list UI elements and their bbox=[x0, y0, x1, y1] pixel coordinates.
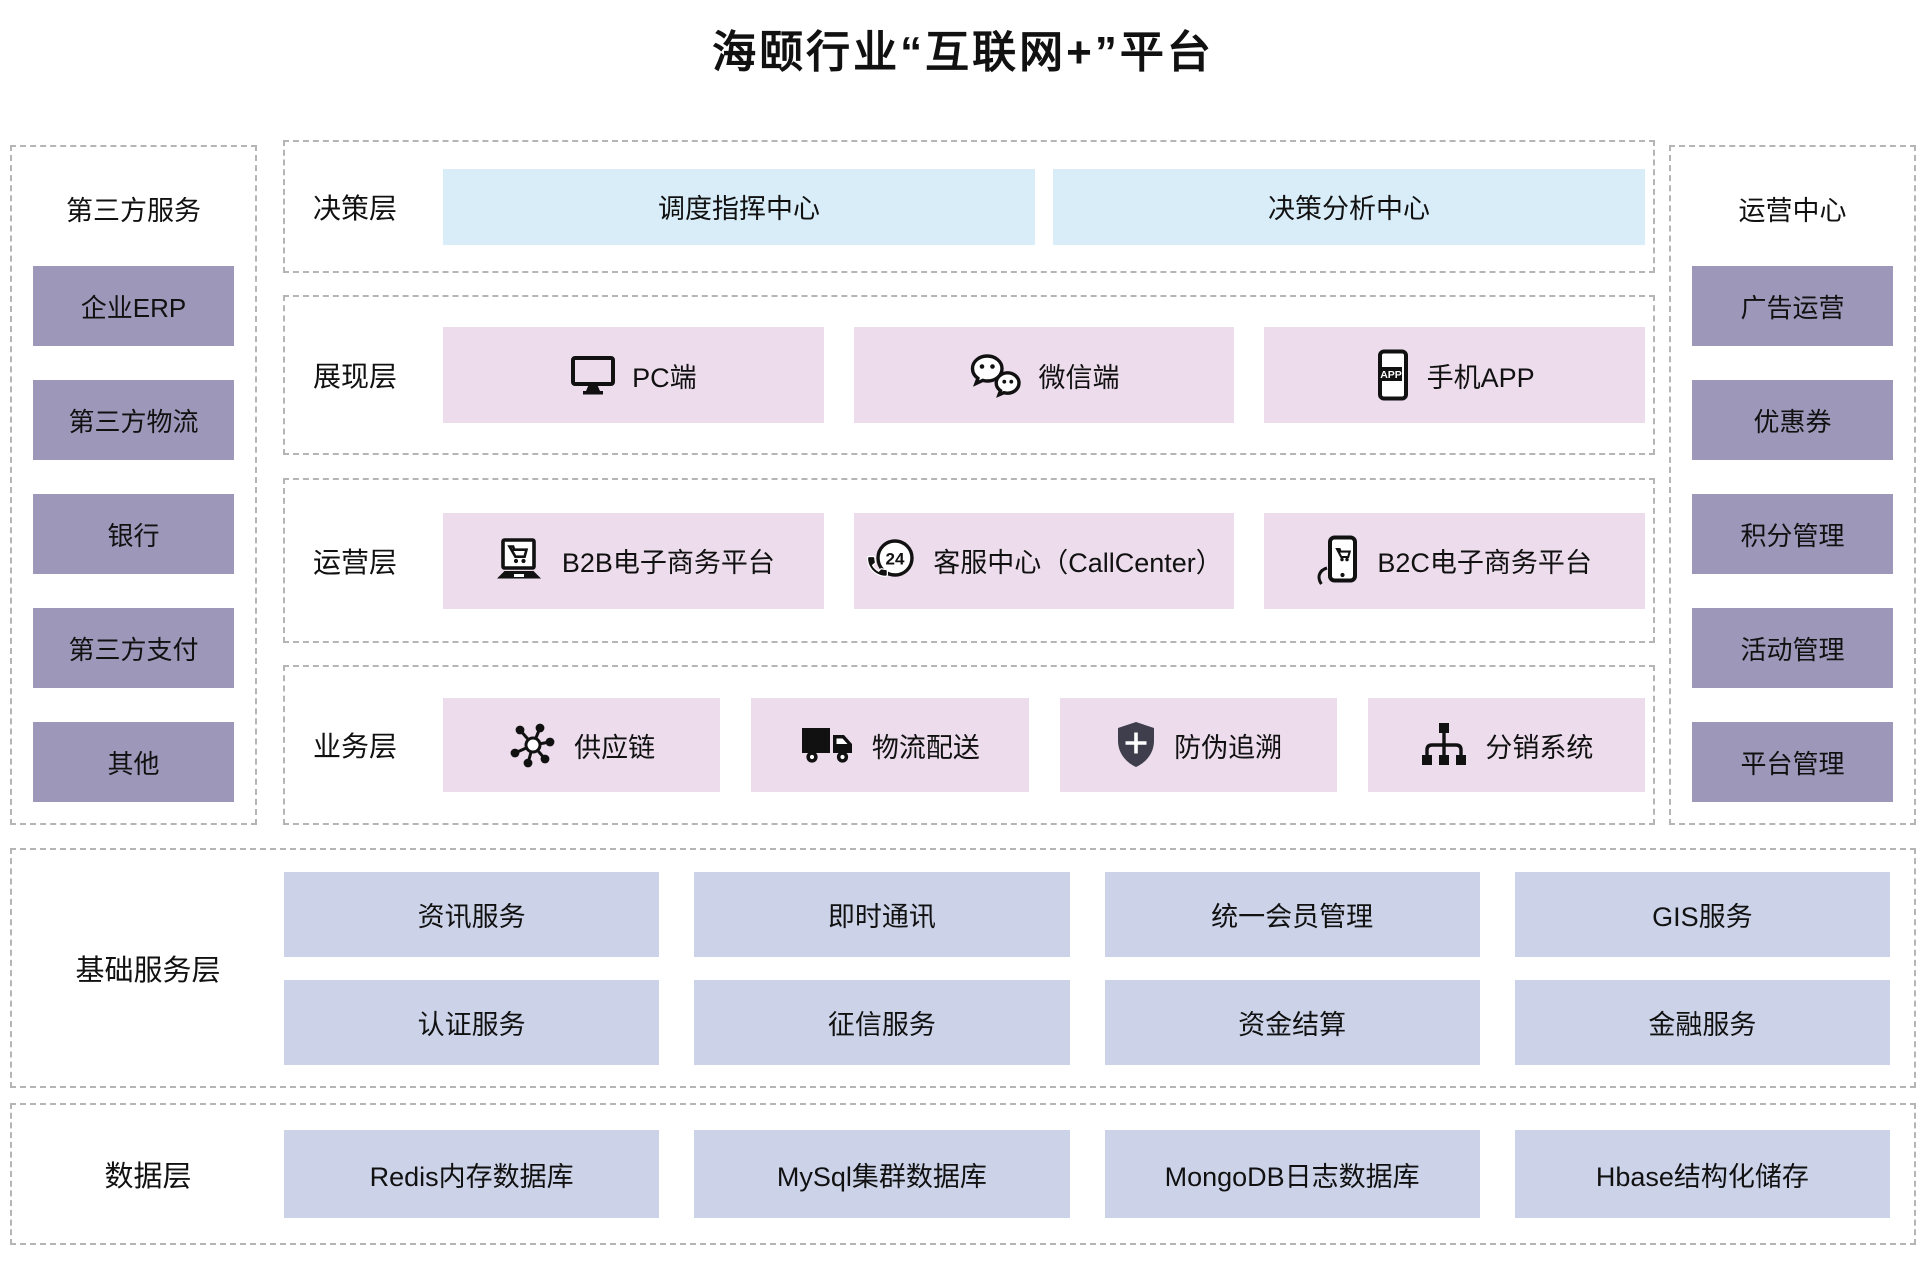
delivery-truck-icon bbox=[801, 728, 852, 763]
anti-counterfeit-label: 防伪追溯 bbox=[1174, 732, 1283, 763]
data-layer-band: 数据层 Redis内存数据库 MySql集群数据库 MongoDB日志数据库 H… bbox=[10, 1103, 1916, 1245]
call-center-box: 24 客服中心（CallCenter） bbox=[853, 512, 1235, 609]
page-title: 海颐行业“互联网+”平台 bbox=[712, 28, 1214, 77]
data-layer-row: Redis内存数据库 MySql集群数据库 MongoDB日志数据库 Hbase… bbox=[284, 1130, 1890, 1218]
third-party-item: 第三方物流 bbox=[33, 380, 234, 460]
supply-chain-network-icon bbox=[510, 723, 555, 768]
third-party-item: 企业ERP bbox=[33, 266, 234, 346]
presentation-layer-label: 展现层 bbox=[313, 361, 398, 392]
presentation-layer-boxes: PC端 微信端 APP 手机APP bbox=[443, 327, 1646, 423]
presentation-layer-row: 展现层 PC端 微信端 APP bbox=[283, 295, 1655, 455]
service-box: GIS服务 bbox=[1514, 871, 1890, 957]
base-service-layer-label: 基础服务层 bbox=[75, 955, 221, 987]
service-box: 资金结算 bbox=[1104, 979, 1480, 1065]
dispatch-command-center-label: 调度指挥中心 bbox=[658, 194, 820, 224]
call-center-label: 客服中心（CallCenter） bbox=[933, 548, 1223, 578]
distribution-system-box: 分销系统 bbox=[1367, 698, 1645, 792]
distribution-tree-icon bbox=[1422, 723, 1467, 765]
b2c-ecommerce-label: B2C电子商务平台 bbox=[1377, 548, 1592, 578]
svg-text:APP: APP bbox=[1380, 369, 1402, 381]
wechat-client-label: 微信端 bbox=[1038, 362, 1120, 393]
third-party-services-title: 第三方服务 bbox=[66, 196, 201, 226]
business-layer-boxes: 供应链 物流配送 防伪追溯 bbox=[443, 698, 1645, 792]
operation-layer-label: 运营层 bbox=[313, 546, 398, 578]
data-layer-label: 数据层 bbox=[104, 1161, 192, 1193]
operation-center-item: 活动管理 bbox=[1692, 608, 1893, 688]
service-box: 金融服务 bbox=[1514, 979, 1890, 1065]
third-party-services-panel: 第三方服务 企业ERP 第三方物流 银行 第三方支付 其他 bbox=[10, 145, 257, 825]
service-box: 征信服务 bbox=[694, 979, 1070, 1065]
supply-chain-box: 供应链 bbox=[443, 698, 721, 792]
dispatch-command-center-box: 调度指挥中心 bbox=[443, 168, 1035, 245]
wechat-icon bbox=[970, 354, 1021, 398]
base-service-row: 资讯服务 即时通讯 统一会员管理 GIS服务 bbox=[284, 871, 1890, 957]
supply-chain-label: 供应链 bbox=[574, 732, 656, 763]
operation-center-item: 平台管理 bbox=[1692, 722, 1893, 802]
callcenter-24-phone-icon: 24 bbox=[867, 538, 914, 577]
base-service-boxes: 资讯服务 即时通讯 统一会员管理 GIS服务 认证服务 征信服务 资金结算 金融… bbox=[284, 871, 1890, 1065]
operation-center-title: 运营中心 bbox=[1738, 196, 1847, 226]
anti-counterfeit-box: 防伪追溯 bbox=[1059, 698, 1337, 792]
wechat-client-box: 微信端 bbox=[853, 327, 1235, 423]
logistics-box: 物流配送 bbox=[751, 698, 1029, 792]
operation-center-item: 优惠券 bbox=[1692, 380, 1893, 460]
service-box: 即时通讯 bbox=[694, 871, 1070, 957]
phone-app-icon: APP bbox=[1377, 349, 1408, 401]
monitor-icon bbox=[571, 356, 616, 395]
business-layer-row: 业务层 供应链 bbox=[283, 665, 1655, 825]
third-party-item: 银行 bbox=[33, 494, 234, 574]
pc-client-label: PC端 bbox=[632, 362, 697, 393]
pc-client-box: PC端 bbox=[443, 327, 824, 423]
base-service-row: 认证服务 征信服务 资金结算 金融服务 bbox=[284, 979, 1890, 1065]
database-box: MongoDB日志数据库 bbox=[1104, 1130, 1480, 1218]
operation-center-item: 广告运营 bbox=[1692, 266, 1893, 346]
base-service-layer-band: 基础服务层 资讯服务 即时通讯 统一会员管理 GIS服务 认证服务 征信服务 资… bbox=[10, 848, 1916, 1088]
decision-layer-row: 决策层 调度指挥中心 决策分析中心 bbox=[283, 140, 1655, 273]
database-box: Hbase结构化储存 bbox=[1514, 1130, 1890, 1218]
operation-layer-boxes: B2B电子商务平台 24 客服中心（CallCenter） B2C电子商务平台 bbox=[443, 512, 1646, 609]
decision-analysis-center-box: 决策分析中心 bbox=[1053, 168, 1645, 245]
svg-text:24: 24 bbox=[886, 549, 905, 568]
business-layer-label: 业务层 bbox=[313, 731, 398, 762]
b2b-ecommerce-box: B2B电子商务平台 bbox=[443, 512, 824, 609]
shield-plus-icon bbox=[1118, 722, 1155, 767]
mobile-app-label: 手机APP bbox=[1426, 362, 1535, 393]
mobile-app-box: APP 手机APP bbox=[1264, 327, 1646, 423]
b2c-phone-cart-icon bbox=[1317, 535, 1358, 585]
third-party-item: 第三方支付 bbox=[33, 608, 234, 688]
service-box: 认证服务 bbox=[284, 979, 660, 1065]
logistics-label: 物流配送 bbox=[871, 732, 980, 763]
operation-center-item: 积分管理 bbox=[1692, 494, 1893, 574]
b2b-laptop-cart-icon bbox=[496, 537, 541, 578]
third-party-item: 其他 bbox=[33, 722, 234, 802]
decision-layer-label: 决策层 bbox=[313, 192, 398, 224]
service-box: 统一会员管理 bbox=[1104, 871, 1480, 957]
operation-layer-row: 运营层 B2B电子商务平台 24 客服中心（CallCenter） bbox=[283, 478, 1655, 643]
database-box: Redis内存数据库 bbox=[284, 1130, 660, 1218]
third-party-services-list: 企业ERP 第三方物流 银行 第三方支付 其他 bbox=[33, 266, 234, 802]
operation-center-panel: 运营中心 广告运营 优惠券 积分管理 活动管理 平台管理 bbox=[1669, 145, 1916, 825]
data-layer-boxes: Redis内存数据库 MySql集群数据库 MongoDB日志数据库 Hbase… bbox=[284, 1130, 1890, 1218]
b2b-ecommerce-label: B2B电子商务平台 bbox=[561, 548, 775, 578]
decision-analysis-center-label: 决策分析中心 bbox=[1268, 194, 1430, 224]
distribution-system-label: 分销系统 bbox=[1485, 732, 1594, 763]
database-box: MySql集群数据库 bbox=[694, 1130, 1070, 1218]
operation-center-list: 广告运营 优惠券 积分管理 活动管理 平台管理 bbox=[1692, 266, 1893, 802]
service-box: 资讯服务 bbox=[284, 871, 660, 957]
decision-layer-boxes: 调度指挥中心 决策分析中心 bbox=[443, 168, 1645, 245]
b2c-ecommerce-box: B2C电子商务平台 bbox=[1264, 512, 1646, 609]
